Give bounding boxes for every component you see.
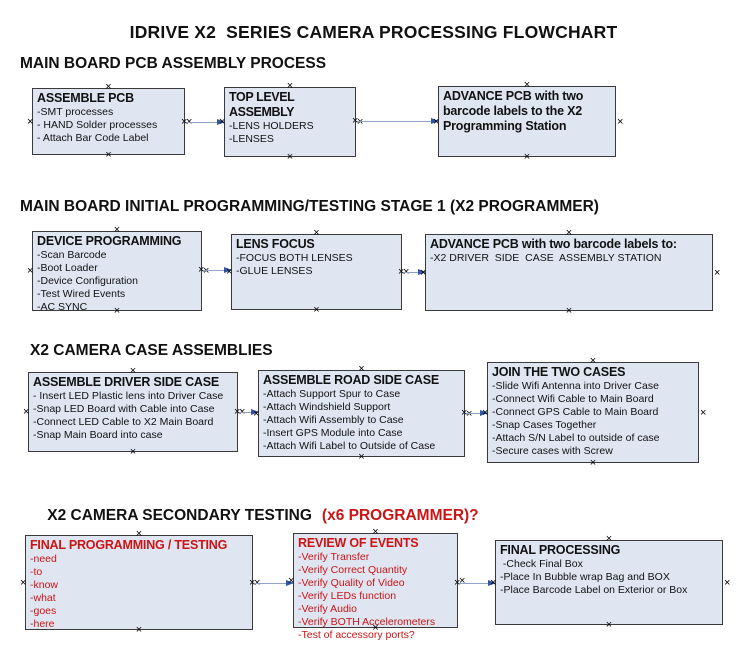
flow-box-assemble-driver-side-case[interactable]: ASSEMBLE DRIVER SIDE CASE - Insert LED P… (23, 372, 245, 452)
box-line: -Verify Correct Quantity (298, 564, 408, 576)
box-line: -Attach S/N Label to outside of case (492, 432, 660, 444)
box-line: -Verify Transfer (298, 551, 370, 563)
flow-box-advance-pcb-driver-side-station[interactable]: ADVANCE PCB with two barcode labels to: … (420, 234, 720, 311)
box-line: -Check Final Box (500, 558, 583, 570)
flow-box-assemble-road-side-case[interactable]: ASSEMBLE ROAD SIDE CASE -Attach Support … (253, 370, 472, 457)
flow-box-assemble-pcb[interactable]: ASSEMBLE PCB -SMT processes - HAND Solde… (27, 88, 192, 155)
flow-box-top-level-assembly[interactable]: TOP LEVEL ASSEMBLY -LENS HOLDERS -LENSES (219, 87, 363, 157)
box-line: -here (30, 618, 55, 630)
box-title: TOP LEVEL ASSEMBLY (229, 90, 297, 119)
box-title: ASSEMBLE PCB (37, 91, 134, 105)
box-title: ASSEMBLE ROAD SIDE CASE (263, 373, 439, 387)
box-line: -Connect Wifi Cable to Main Board (492, 393, 654, 405)
box-line: -Insert GPS Module into Case (263, 427, 403, 439)
box-line: -need (30, 553, 57, 565)
flow-box-lens-focus[interactable]: LENS FOCUS -FOCUS BOTH LENSES -GLUE LENS… (226, 234, 409, 310)
box-line: -Attach Wifi Label to Outside of Case (263, 440, 436, 452)
box-line: -Connect GPS Cable to Main Board (492, 406, 659, 418)
flow-arrow[interactable] (352, 116, 439, 127)
box-line: -Snap LED Board with Cable into Case (33, 403, 215, 415)
page-title: IDRIVE X2 SERIES CAMERA PROCESSING FLOWC… (129, 22, 618, 42)
box-line: -Verify Audio (298, 603, 357, 615)
section-heading-red-text: (x6 PROGRAMMER)? (321, 507, 479, 524)
box-line: -Secure cases with Screw (492, 445, 613, 457)
box-line: -Place Barcode Label on Exterior or Box (500, 584, 688, 596)
box-line: -Connect LED Cable to X2 Main Board (33, 416, 214, 428)
box-line: -Snap Cases Together (492, 419, 597, 431)
box-line: -LENS HOLDERS (229, 120, 314, 132)
box-line: -Test of accessory ports? (298, 629, 415, 641)
flow-box-advance-pcb-programming-station[interactable]: ADVANCE PCB with two barcode labels to t… (433, 86, 623, 157)
box-line: -Attach Wifi Assembly to Case (263, 414, 404, 426)
flow-box-review-of-events[interactable]: REVIEW OF EVENTS -Verify Transfer -Verif… (288, 533, 465, 641)
box-line: - Attach Bar Code Label (37, 132, 149, 144)
box-line: -Scan Barcode (37, 249, 107, 261)
section-heading-pcb-assembly: MAIN BOARD PCB ASSEMBLY PROCESS (20, 55, 327, 72)
box-line: - Insert LED Plastic lens into Driver Ca… (33, 390, 224, 402)
flow-box-final-processing[interactable]: FINAL PROCESSING -Check Final Box -Place… (490, 540, 730, 625)
box-line: -AC SYNC (37, 301, 88, 313)
flow-box-final-programming-testing[interactable]: FINAL PROGRAMMING / TESTING -need -to -k… (20, 535, 260, 630)
box-line: -Place In Bubble wrap Bag and BOX (500, 571, 670, 583)
box-line: -GLUE LENSES (236, 265, 313, 277)
box-title: FINAL PROCESSING (500, 543, 621, 557)
box-line: -Slide Wifi Antenna into Driver Case (492, 380, 659, 392)
box-title: JOIN THE TWO CASES (492, 365, 626, 379)
box-line: - HAND Solder processes (37, 119, 158, 131)
section-heading-initial-programming: MAIN BOARD INITIAL PROGRAMMING/TESTING S… (20, 198, 599, 215)
flow-box-device-programming[interactable]: DEVICE PROGRAMMING -Scan Barcode -Boot L… (27, 231, 209, 313)
box-title: ASSEMBLE DRIVER SIDE CASE (33, 375, 220, 389)
box-line: -Verify BOTH Accelerometers (298, 616, 436, 628)
box-line: -Verify Quality of Video (298, 577, 405, 589)
box-line: -to (30, 566, 43, 578)
box-title: FINAL PROGRAMMING / TESTING (30, 538, 228, 552)
box-line: -Attach Windshield Support (263, 401, 391, 413)
box-line: -Snap Main Board into case (33, 429, 163, 441)
box-title: DEVICE PROGRAMMING (37, 234, 182, 248)
box-title: ADVANCE PCB with two barcode labels to t… (443, 89, 587, 133)
box-line: -what (30, 592, 56, 604)
box-line: -Device Configuration (37, 275, 138, 287)
box-line: -goes (30, 605, 57, 617)
box-line: -Verify LEDs function (298, 590, 397, 602)
box-title: ADVANCE PCB with two barcode labels to: (430, 237, 677, 251)
box-line: -X2 DRIVER SIDE CASE ASSEMBLY STATION (430, 252, 662, 264)
box-line: -Test Wired Events (37, 288, 126, 300)
box-line: -FOCUS BOTH LENSES (236, 252, 353, 264)
box-line: -LENSES (229, 133, 274, 145)
section-heading-case-assemblies: X2 CAMERA CASE ASSEMBLIES (30, 342, 273, 359)
box-line: -SMT processes (37, 106, 114, 118)
box-title: LENS FOCUS (236, 237, 315, 251)
box-line: -know (30, 579, 59, 591)
section-heading-secondary-testing: X2 CAMERA SECONDARY TESTING (x6 PROGRAMME… (30, 489, 479, 543)
box-title: REVIEW OF EVENTS (298, 536, 419, 550)
box-line: -Boot Loader (37, 262, 98, 274)
section-heading-text: X2 CAMERA SECONDARY TESTING (47, 507, 312, 524)
flow-box-join-the-two-cases[interactable]: JOIN THE TWO CASES -Slide Wifi Antenna i… (482, 362, 706, 463)
box-line: -Attach Support Spur to Case (263, 388, 401, 400)
